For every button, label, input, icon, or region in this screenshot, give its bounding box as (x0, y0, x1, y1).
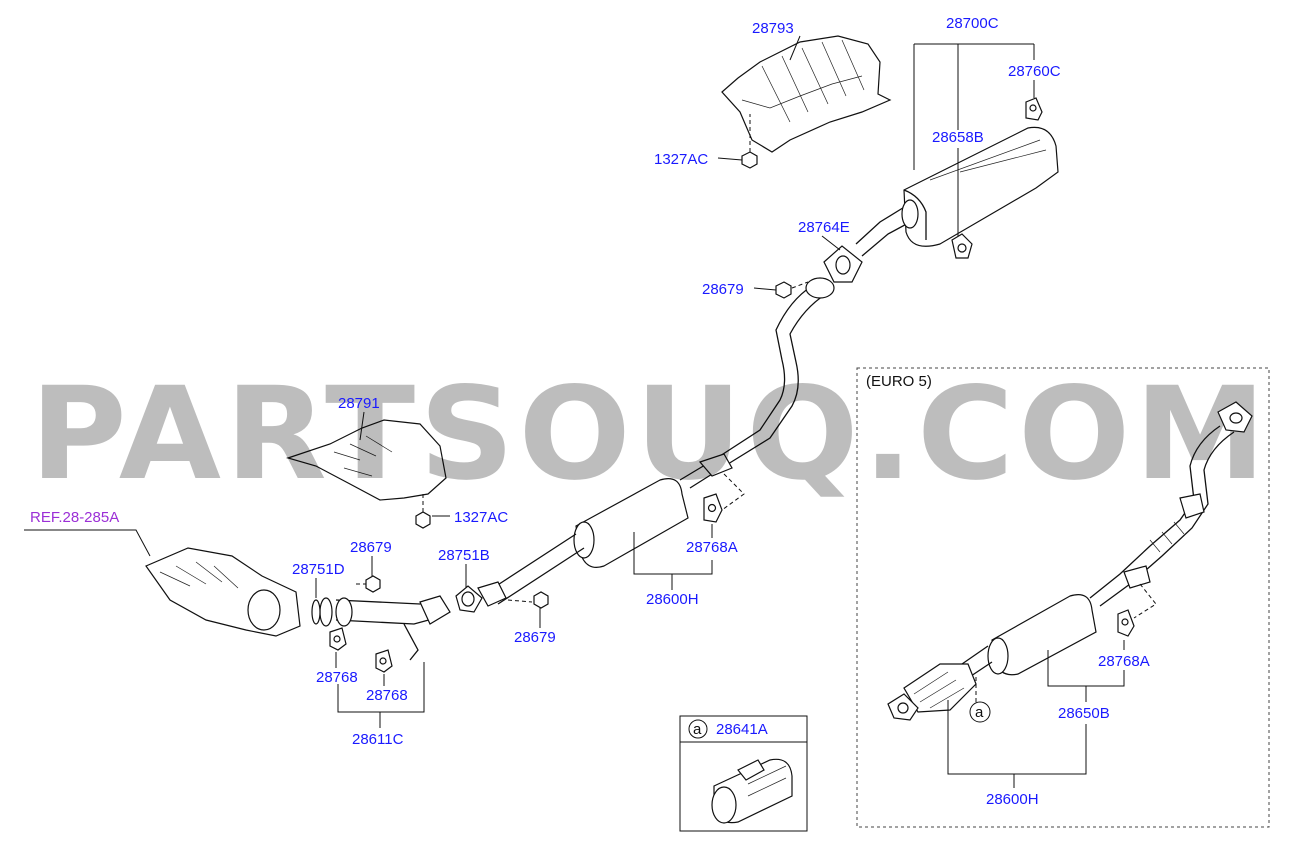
hanger-muffler[interactable] (951, 233, 973, 259)
label-euro-center[interactable]: 28650B (1058, 705, 1110, 722)
euro5-marker-circle (969, 701, 991, 723)
gasket-rear[interactable] (823, 245, 863, 283)
label-gasket-center[interactable]: 28751B (438, 547, 490, 564)
label-nut-front[interactable]: 28679 (350, 539, 392, 556)
label-hanger-center[interactable]: 28768A (686, 539, 738, 556)
hanger-front-b[interactable] (375, 649, 393, 673)
center-pipe-assy[interactable] (489, 277, 835, 605)
label-gasket-front[interactable]: 28751D (292, 561, 345, 578)
label-hanger-muffler[interactable]: 28658B (932, 129, 984, 146)
label-hanger-front-b[interactable]: 28768 (366, 687, 408, 704)
label-euro-hanger[interactable]: 28768A (1098, 653, 1150, 670)
label-nut-lower[interactable]: 1327AC (454, 509, 508, 526)
hanger-rear[interactable] (1025, 97, 1043, 121)
nut-center[interactable] (533, 591, 549, 609)
pipe-clamp[interactable] (711, 758, 793, 824)
label-nut-center[interactable]: 28679 (514, 629, 556, 646)
gasket-front[interactable] (311, 597, 333, 627)
rear-muffler[interactable] (855, 126, 1059, 257)
euro5-title: (EURO 5) (866, 373, 932, 390)
label-gasket-rear[interactable]: 28764E (798, 219, 850, 236)
nut-rear[interactable] (775, 281, 792, 299)
hanger-front-a[interactable] (329, 627, 347, 651)
hanger-center[interactable] (703, 493, 723, 523)
inset-marker-label: a (693, 721, 702, 738)
nut-lower[interactable] (415, 511, 431, 529)
label-center-pipe[interactable]: 28600H (646, 591, 699, 608)
label-heat-shield-lower[interactable]: 28791 (338, 395, 380, 412)
leader-lines (24, 35, 1125, 788)
label-hanger-rear[interactable]: 28760C (1008, 63, 1061, 80)
label-inset-part[interactable]: 28641A (716, 721, 768, 738)
heat-shield-upper[interactable] (721, 35, 892, 153)
label-front-pipe[interactable]: 28611C (352, 731, 404, 748)
euro5-hanger[interactable] (1117, 609, 1135, 637)
label-ref[interactable]: REF.28-285A (30, 509, 119, 526)
euro5-marker-label: a (975, 704, 984, 721)
label-euro-pipe[interactable]: 28600H (986, 791, 1039, 808)
nut-front[interactable] (365, 575, 381, 593)
label-hanger-front-a[interactable]: 28768 (316, 669, 358, 686)
label-nut-rear[interactable]: 28679 (702, 281, 744, 298)
inset-marker-circle (688, 719, 708, 739)
label-muffler-assy[interactable]: 28700C (946, 15, 999, 32)
euro5-box (856, 367, 1270, 828)
label-nut-upper[interactable]: 1327AC (654, 151, 708, 168)
watermark: PARTSOUQ.COM (30, 360, 1270, 509)
gasket-center[interactable] (455, 581, 507, 613)
nut-upper[interactable] (741, 151, 758, 169)
label-heat-shield-upper[interactable]: 28793 (752, 20, 794, 37)
front-pipe[interactable] (335, 595, 451, 661)
exhaust-manifold[interactable] (145, 547, 301, 637)
euro5-pipe[interactable] (887, 401, 1253, 721)
